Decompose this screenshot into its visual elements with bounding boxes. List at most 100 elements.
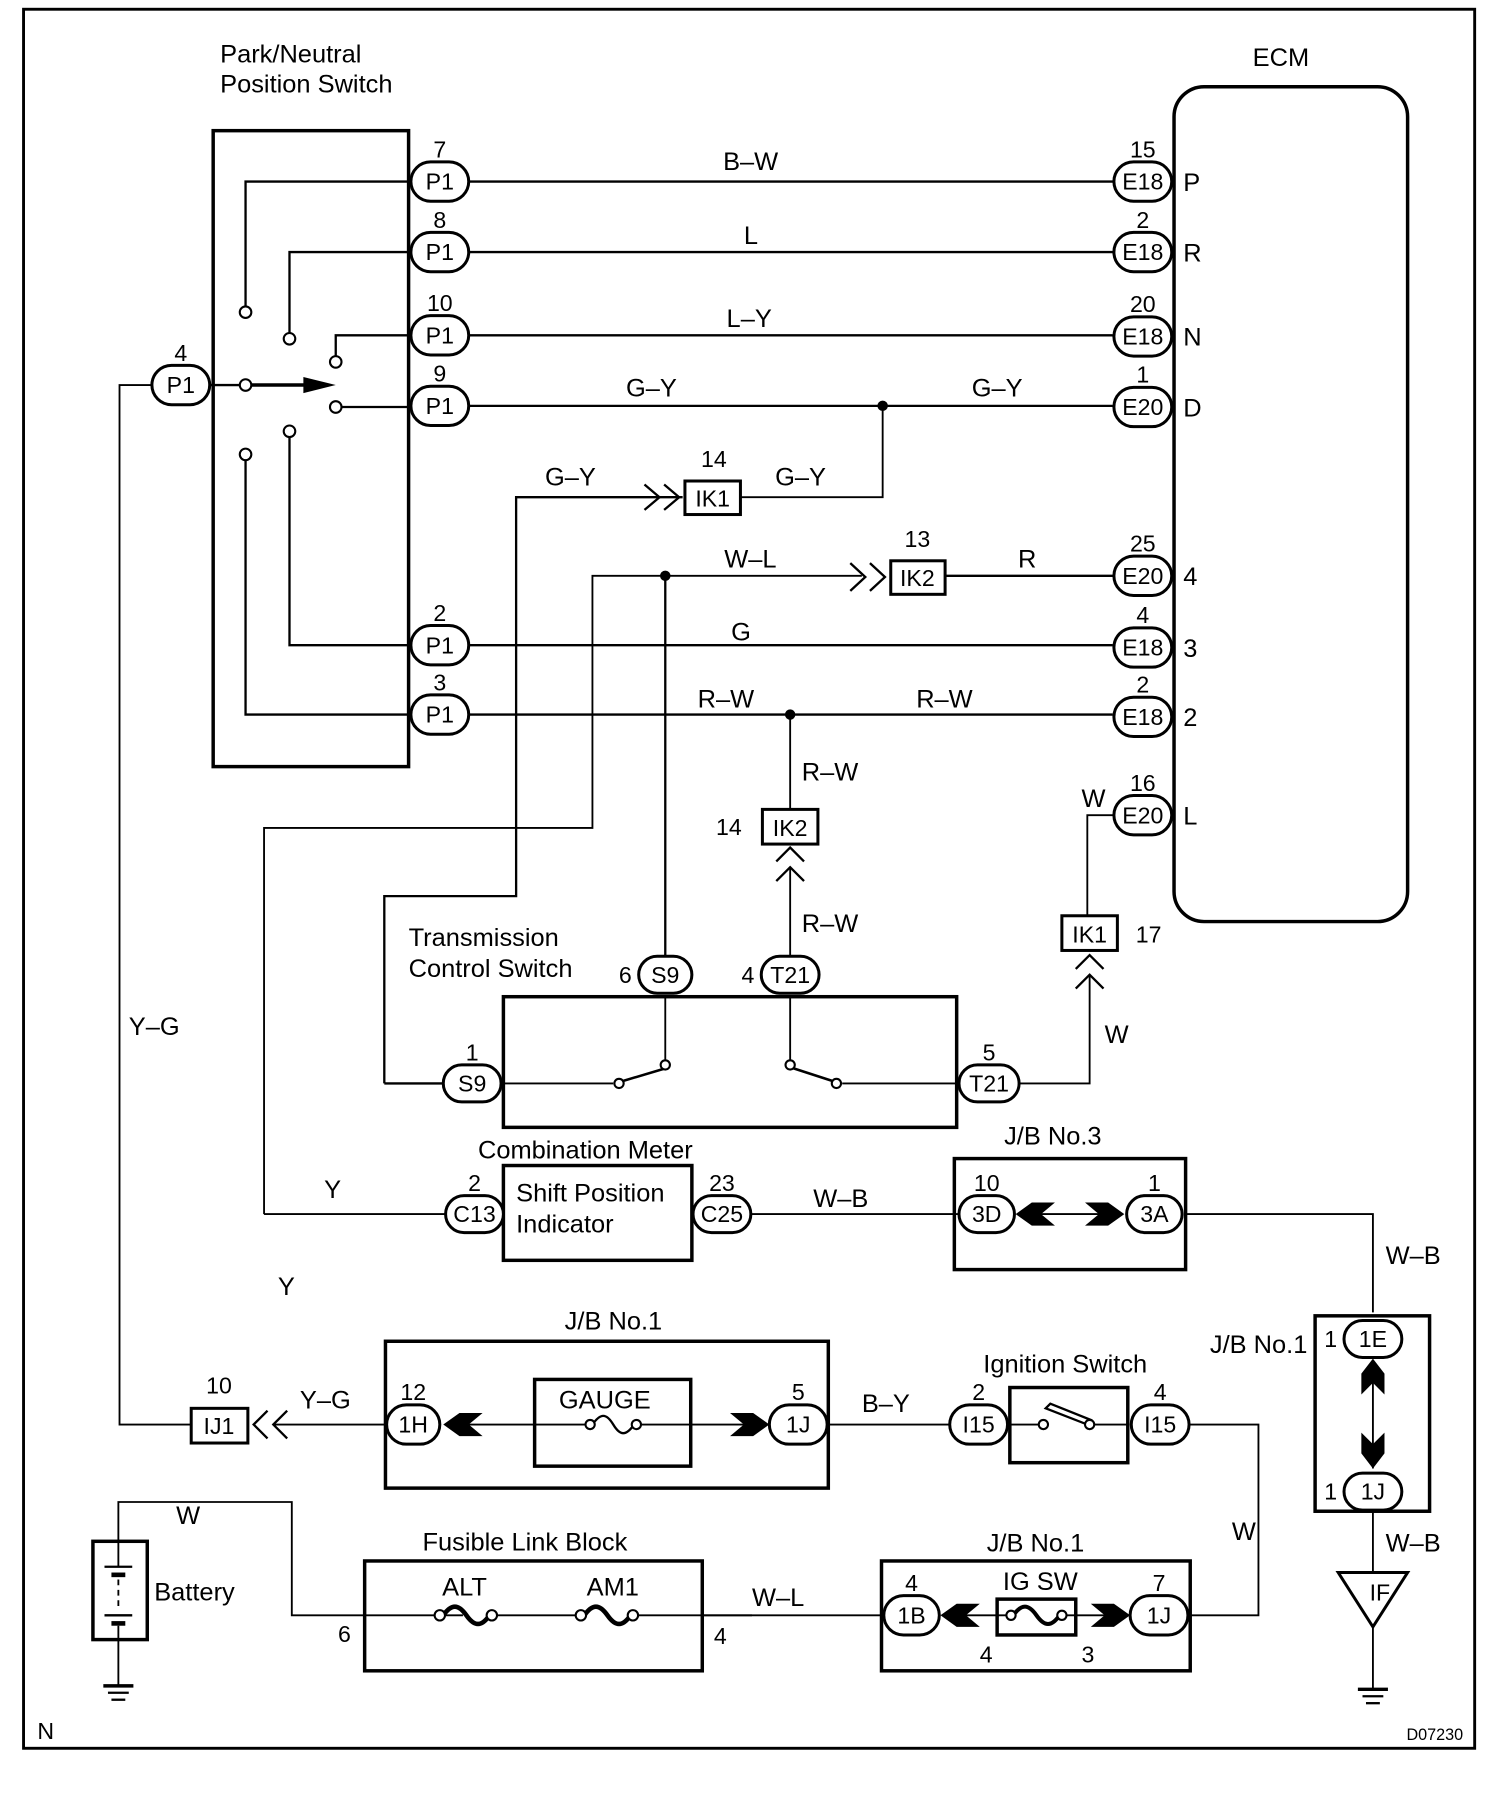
pnp-contact-r [282, 331, 297, 346]
ij1-arrow-icon [252, 1409, 288, 1440]
ecm-pin-R-terminal: R [1183, 239, 1201, 267]
fuse-am1-terminal-left [574, 1609, 588, 1622]
tcs-internal-left [499, 996, 667, 1085]
connector-layer: P17P18P110P19P12P13P14E1815PE182RE1820NE… [150, 136, 1404, 1637]
wire-label-w-b-right-upper: W–B [1386, 1242, 1441, 1270]
wire-label-w-ignition: W [1232, 1518, 1256, 1546]
jb1-igsw-title: J/B No.1 [987, 1530, 1085, 1558]
jb1-igsw: J/B No.1 IG SW 4 3 [879, 1530, 1192, 1673]
ij1-connector [189, 1406, 250, 1445]
ecm-pin-N-id: E18 [1122, 324, 1163, 350]
igsw-terminal-right [1056, 1609, 1068, 1621]
ecm-pin-R-id: E18 [1122, 239, 1163, 265]
jb1-gauge-right-chevron-icon [730, 1412, 770, 1437]
pnp-pin-2-id: P1 [426, 632, 454, 658]
wire-label-w-battery: W [176, 1502, 200, 1530]
pnp-pin-8: P18 [409, 207, 471, 274]
jb1-right: J/B No.1 W–B IF [1210, 1314, 1441, 1705]
battery-title: Battery [154, 1578, 235, 1606]
ecm-pin-4-pin-number: 25 [1130, 531, 1156, 557]
igsw-fuse-pin-left: 4 [980, 1642, 993, 1668]
fusible-link-block: Fusible Link Block ALT AM1 6 4 W–L [338, 1529, 885, 1673]
pnp-internal-wire-3 [288, 431, 413, 647]
ecm-pin-2-terminal: 2 [1183, 704, 1197, 732]
jb1-igsw-right-chevron-icon [1090, 1603, 1131, 1627]
pnp-pin-7-pin-number: 7 [433, 136, 446, 162]
pnp-pin-3-id: P1 [426, 702, 454, 728]
pnp-pin-4: P14 [150, 340, 212, 407]
tcs-pin-6-pin-number: 6 [619, 962, 632, 988]
pnp-pin-9-id: P1 [426, 393, 454, 419]
wire-label-w-l-fusible: W–L [752, 1584, 804, 1612]
pnp-pin-2-pin-number: 2 [433, 600, 446, 626]
jb1-gauge-title: J/B No.1 [565, 1308, 663, 1336]
jb1-igsw-pin-7: 1J7 [1128, 1570, 1190, 1637]
jb1-right-pin-1j-pin-number: 1 [1324, 1479, 1337, 1505]
meter-pin-2-id: C13 [453, 1201, 495, 1227]
wire-w-from-t21 [1017, 974, 1091, 1085]
ground-icon-if [1357, 1687, 1388, 1705]
jb3-pin-1: 3A1 [1125, 1170, 1184, 1235]
wire-label-w-b-meter: W–B [813, 1185, 868, 1213]
ecm-pin-4-id: E20 [1122, 563, 1163, 589]
jb3-pin-1-pin-number: 1 [1148, 1170, 1161, 1196]
pnp-pin-8-id: P1 [426, 239, 454, 265]
pnp-pin-2: P12 [409, 600, 471, 667]
wire-label-g-y-ik1-left: G–Y [545, 464, 596, 492]
jb1-igsw-pin-4-shell [882, 1594, 941, 1637]
jb1-igsw-pin-7-pin-number: 7 [1153, 1570, 1166, 1596]
ecm-pin-2-id: E18 [1122, 704, 1163, 730]
pnp-pin-3-pin-number: 3 [433, 669, 446, 695]
jb1-igsw-body [879, 1559, 1192, 1673]
ecm-pin-L-shell [1112, 794, 1174, 837]
combination-meter: Combination Meter Shift Position Indicat… [264, 1137, 958, 1263]
ecm-pin-N-shell [1112, 315, 1174, 358]
wire-label-r: R [1018, 546, 1036, 574]
ecm-title: ECM [1253, 44, 1310, 72]
pnp-pin-10-pin-number: 10 [427, 290, 453, 316]
pnp-pin-3-shell [409, 693, 471, 736]
ecm-body [1172, 84, 1410, 924]
pnp-contact-d [328, 400, 343, 414]
jb1-gauge-pin-12-pin-number: 12 [400, 1379, 426, 1405]
wire-label-w-b-right-lower: W–B [1386, 1530, 1441, 1558]
wire-label-g-y-left: G–Y [626, 375, 677, 403]
fusible-pin-left: 6 [338, 1621, 351, 1647]
ignition-pin-4-pin-number: 4 [1154, 1379, 1167, 1405]
wire-label-r-w-down-lower: R–W [802, 910, 859, 938]
pnp-pin-9-pin-number: 9 [433, 361, 446, 387]
tcs-pin-4-shell [759, 954, 821, 995]
ecm-pin-D-pin-number: 1 [1136, 362, 1149, 388]
ignition-pin-4-id: I15 [1144, 1412, 1176, 1438]
ik2-upper-name: IK2 [900, 565, 935, 591]
r-w-branch: R–W IK2 14 R–W [716, 709, 859, 960]
wire-label-g: G [731, 619, 751, 647]
jb1-right-pin-1j-id: 1J [1361, 1479, 1385, 1505]
ignition-contact-right [1083, 1418, 1096, 1431]
ignition-switch: Ignition Switch W [983, 1350, 1260, 1617]
jb3-pin-1-id: 3A [1140, 1201, 1169, 1227]
jb1-igsw-pin-4: 1B4 [882, 1570, 941, 1637]
pnp-switch: Park/Neutral Position Switch [210, 40, 413, 769]
figure-code: D07230 [1406, 1726, 1463, 1744]
tcs-internal-right [789, 996, 961, 1085]
ignition-switch-lever-icon [1043, 1402, 1093, 1426]
tcs-contact-right-b [830, 1077, 843, 1090]
pnp-pin-7: P17 [409, 136, 471, 203]
ik2-upper-pin: 13 [904, 526, 930, 552]
ij1-pin: 10 [206, 1372, 232, 1398]
jb1-gauge-pin-5-id: 1J [786, 1412, 810, 1438]
jb3-title: J/B No.3 [1004, 1123, 1102, 1151]
igsw-fuse-pin-right: 3 [1082, 1642, 1095, 1668]
tcs-pin-4-id: T21 [770, 962, 810, 988]
diagram-border [22, 7, 1477, 1750]
battery-cell-icon [104, 1541, 133, 1640]
pnp-contact-3 [282, 424, 297, 439]
jb1-right-pin-1e-pin-number: 1 [1324, 1326, 1337, 1352]
tcs-pin-4-pin-number: 4 [741, 962, 754, 988]
meter-pin-23-pin-number: 23 [709, 1170, 735, 1196]
wire-w-b-right-upper [1185, 1213, 1374, 1313]
